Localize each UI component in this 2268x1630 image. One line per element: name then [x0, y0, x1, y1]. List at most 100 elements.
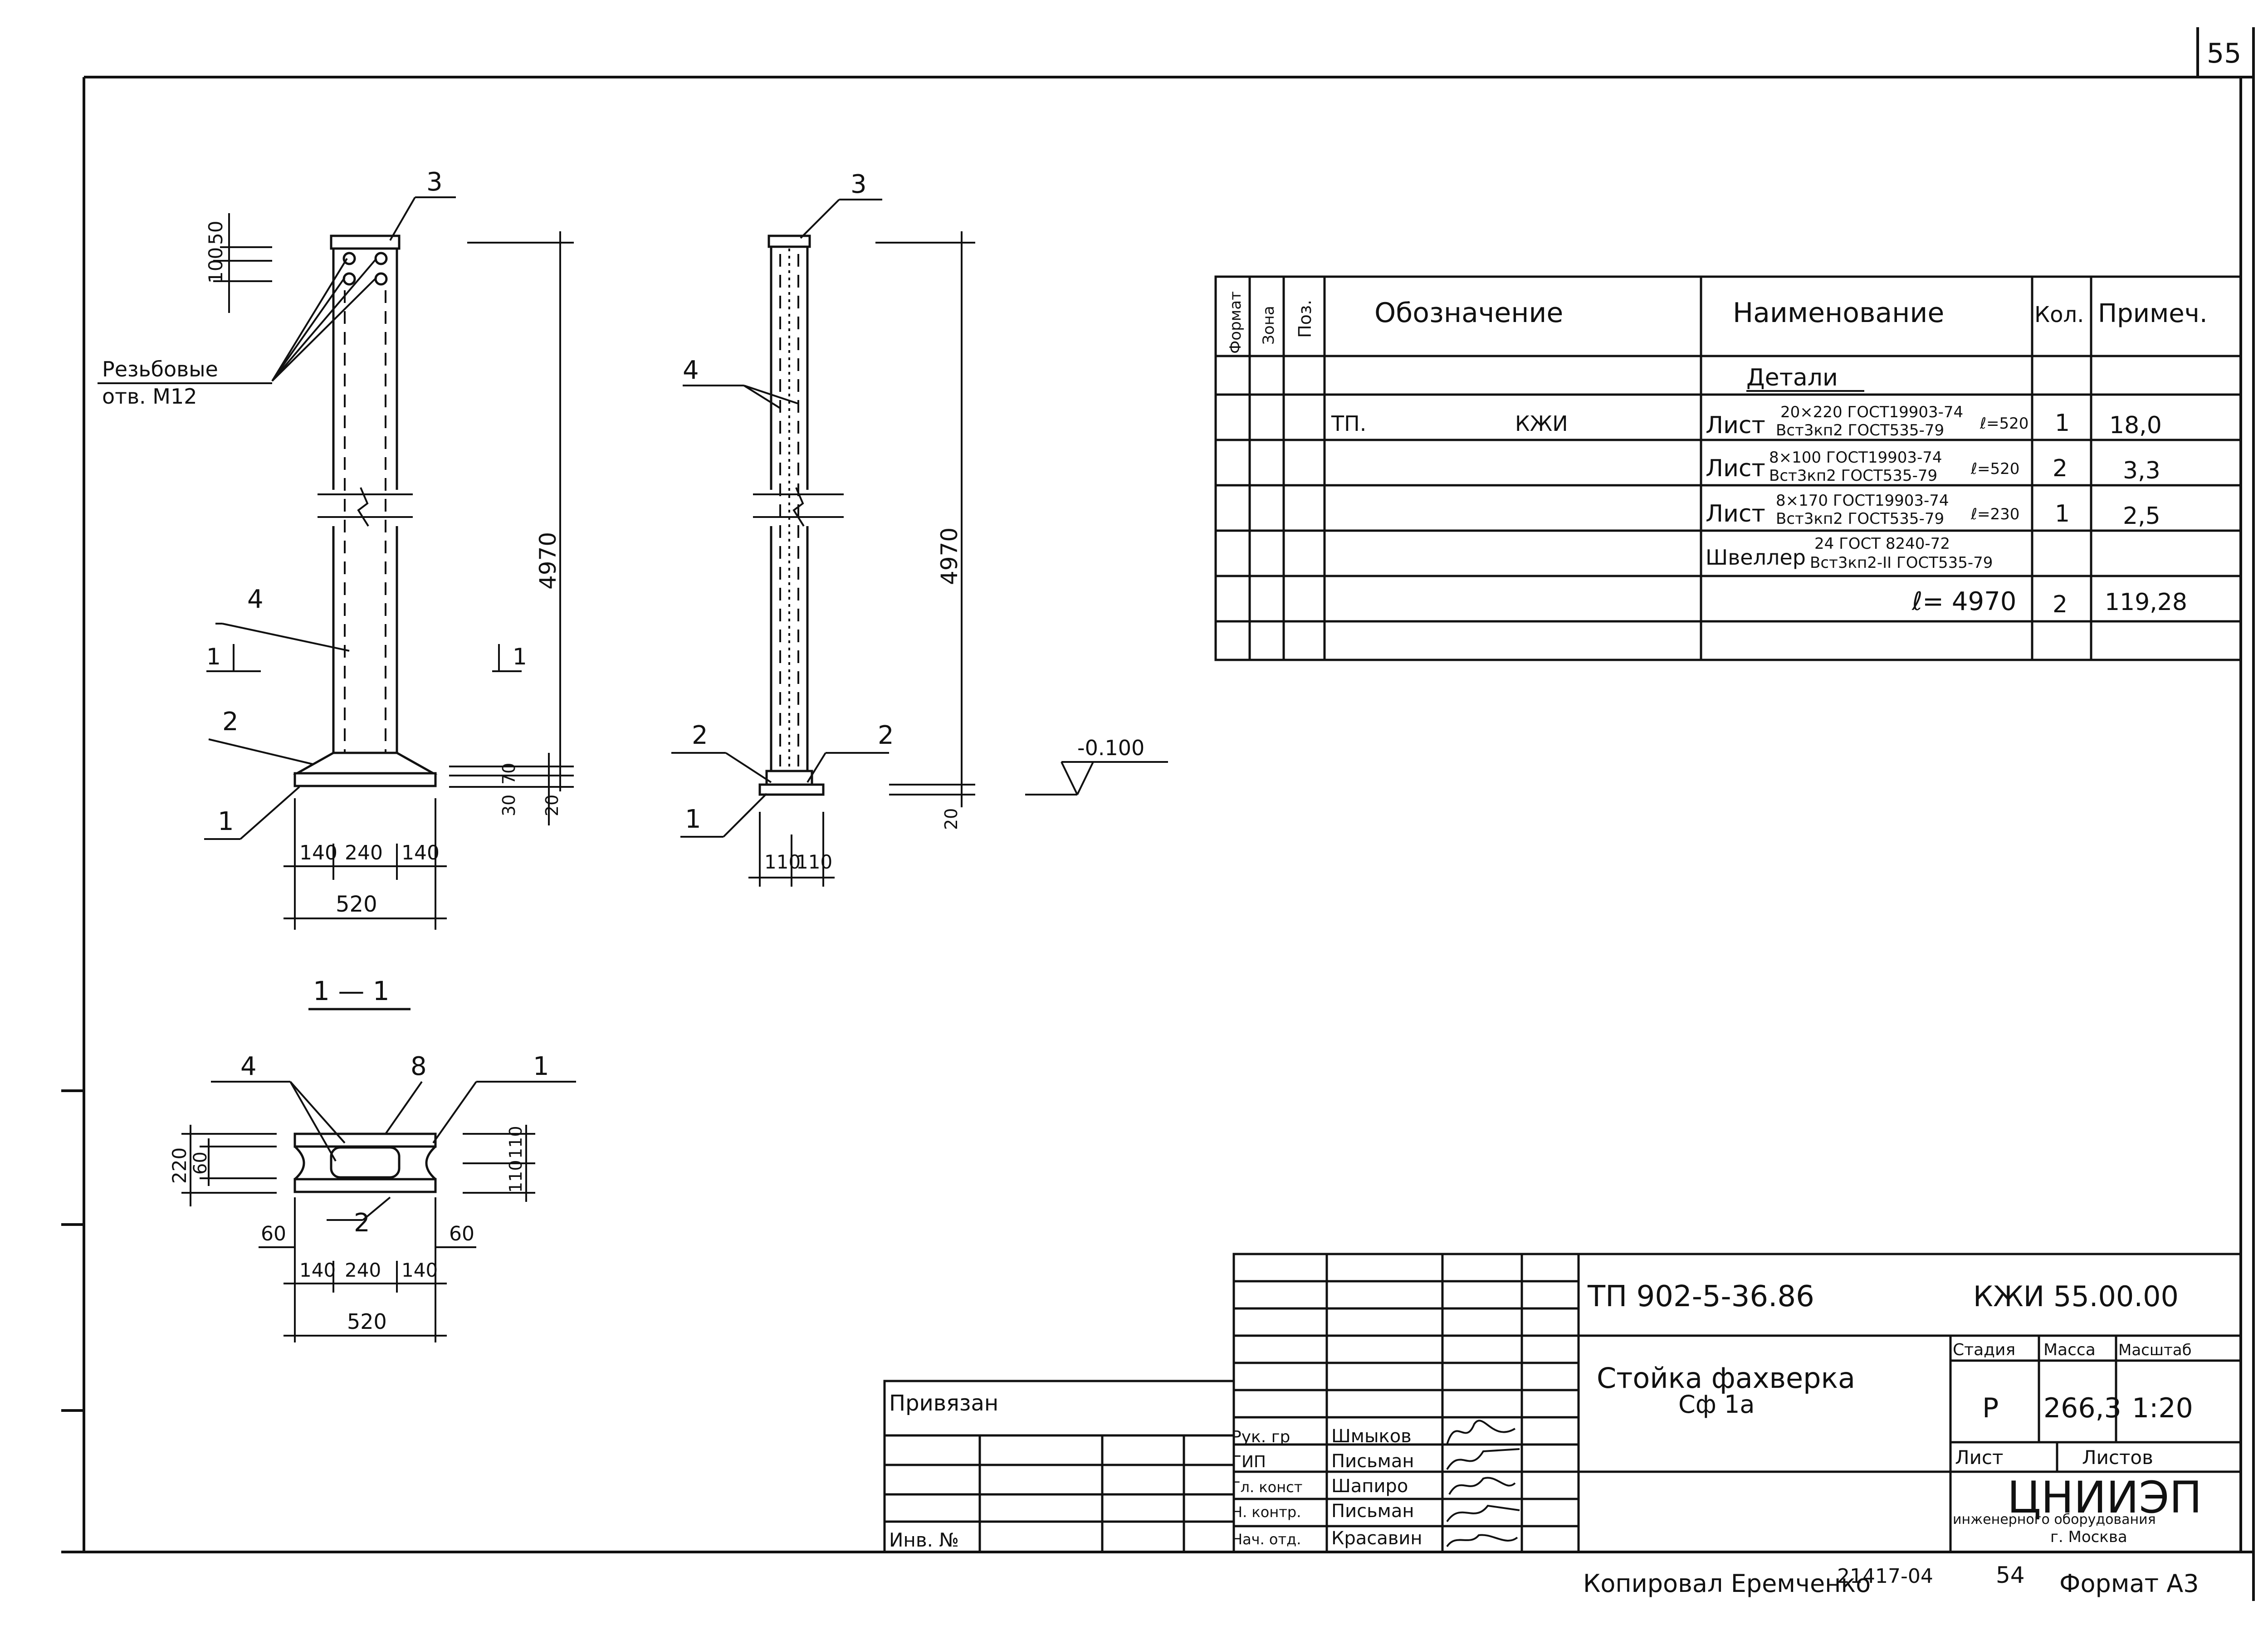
scale-label: Масштаб [2118, 1341, 2192, 1359]
section-dim-220: 220 [168, 1147, 191, 1184]
role-3: Н. контр. [1232, 1503, 1301, 1521]
spec-row1-spec-bottom: Вст3кп2 ГОСТ535-79 [1776, 421, 1944, 439]
spec-row5-length: ℓ= 4970 [1911, 587, 2016, 616]
title-line1: Стойка фахверка [1597, 1362, 1855, 1395]
front-dim-140-left: 140 [299, 841, 337, 864]
spec-row1-designation-b: КЖИ [1515, 411, 1568, 436]
front-dim-50: 50 [205, 221, 227, 245]
stage-label: Стадия [1953, 1341, 2015, 1359]
front-dim-30: 30 [499, 795, 519, 816]
section-dim-60-right: 60 [449, 1222, 474, 1245]
side-callout-1: 1 [685, 805, 701, 834]
spec-header-name: Наименование [1733, 297, 1944, 329]
spec-row1-note: 18,0 [2109, 412, 2162, 439]
section-dim-60-vert: 60 [190, 1152, 211, 1175]
side-dim-110-right: 110 [796, 851, 832, 873]
side-callout-4: 4 [683, 356, 699, 385]
front-dim-240: 240 [345, 841, 383, 864]
spec-row3-spec-top: 8×170 ГОСТ19903-74 [1776, 492, 1949, 510]
sheet-frame [61, 27, 2255, 1601]
side-callout-2-left: 2 [692, 721, 708, 750]
section-dim-240: 240 [345, 1259, 381, 1281]
section-dim-60-left: 60 [261, 1222, 286, 1245]
front-dim-20: 20 [542, 795, 562, 816]
spec-row2-spec-bottom: Вст3кп2 ГОСТ535-79 [1769, 467, 1937, 485]
side-callout-2-right: 2 [878, 721, 894, 750]
section-title: 1 — 1 [313, 976, 390, 1006]
side-callout-3: 3 [850, 170, 867, 199]
side-level-mark: -0.100 [1077, 736, 1144, 760]
spec-row2-note: 3,3 [2123, 457, 2160, 484]
spec-row3-qty: 1 [2055, 500, 2070, 527]
front-hole-label-1: Резьбовые [102, 357, 218, 381]
section-dim-110-b: 110 [506, 1160, 526, 1193]
side-dim-20: 20 [941, 808, 961, 830]
role-0-name: Шмыков [1331, 1426, 1412, 1447]
sheets-label: Листов [2082, 1446, 2153, 1469]
spec-row1-name: Лист [1706, 412, 1765, 439]
page-number: 55 [2207, 38, 2241, 69]
sheet-code: КЖИ 55.00.00 [1973, 1280, 2179, 1313]
spec-row2-length: ℓ=520 [1970, 460, 2019, 478]
title-block: Привязан Инв. № Рук. гр Шмыков ГИП Письм… [883, 1253, 2242, 1553]
bound-label: Привязан [889, 1391, 998, 1416]
section-dim-110-a: 110 [506, 1126, 526, 1159]
section-callout-4: 4 [240, 1052, 257, 1081]
section-callout-1: 1 [533, 1052, 549, 1081]
front-dim-520: 520 [336, 892, 377, 917]
mass-label: Масса [2043, 1341, 2096, 1359]
front-callout-4: 4 [247, 585, 264, 614]
spec-row2-name: Лист [1706, 455, 1765, 482]
spec-row3-name: Лист [1706, 500, 1765, 527]
front-section-mark-left: 1 [206, 644, 221, 670]
front-dim-100: 100 [205, 247, 227, 283]
front-section-mark-right: 1 [513, 644, 527, 670]
spec-row3-length: ℓ=230 [1970, 505, 2019, 523]
spec-header-qty: Кол. [2034, 302, 2084, 327]
org-name: ЦНИИЭП [2007, 1472, 2202, 1523]
spec-row1-qty: 1 [2055, 410, 2070, 437]
scale-value: 1:20 [2132, 1392, 2193, 1424]
front-dim-height: 4970 [535, 532, 561, 590]
front-dim-140-right: 140 [401, 841, 440, 864]
role-0: Рук. гр [1232, 1428, 1290, 1446]
front-view: 3 4 2 1 Резьбовые отв. М12 50 100 4970 3… [98, 167, 574, 930]
spec-row3-note: 2,5 [2123, 503, 2160, 530]
front-callout-2: 2 [222, 707, 239, 737]
section-dim-140-left: 140 [299, 1259, 336, 1281]
spec-section-title: Детали [1746, 364, 1838, 391]
role-2-name: Шапиро [1331, 1476, 1408, 1497]
section-view: 1 — 1 4 8 1 2 [168, 976, 576, 1342]
order-no: 21417-04 [1837, 1565, 1933, 1588]
role-1: ГИП [1232, 1453, 1266, 1471]
role-3-name: Письман [1331, 1501, 1414, 1522]
spec-row5-note: 119,28 [2105, 589, 2187, 616]
org-sub1: инженерного оборудования [1953, 1512, 2156, 1528]
role-4: Нач. отд. [1232, 1531, 1301, 1548]
section-dim-140-right: 140 [401, 1259, 438, 1281]
spec-header-note: Примеч. [2098, 299, 2208, 328]
spec-header-format: Формат [1227, 291, 1245, 354]
spec-header-pos: Поз. [1295, 300, 1315, 338]
org-sub2: г. Москва [2050, 1528, 2127, 1546]
side-dim-height: 4970 [936, 527, 963, 585]
spec-row1-designation-a: ТП. [1331, 411, 1366, 436]
spec-row1-spec-top: 20×220 ГОСТ19903-74 [1780, 403, 1963, 421]
signatures [1446, 1420, 1520, 1547]
front-dim-70: 70 [499, 763, 519, 785]
section-callout-2: 2 [354, 1208, 370, 1238]
side-dim-110-left: 110 [764, 851, 801, 873]
inv-label: Инв. № [889, 1529, 959, 1551]
format-label: Формат А3 [2059, 1569, 2199, 1598]
footer: Копировал Еремченко 21417-04 54 Формат А… [1583, 1562, 2199, 1598]
title-line2: Сф 1а [1678, 1390, 1755, 1419]
spec-row3-spec-bottom: Вст3кп2 ГОСТ535-79 [1776, 510, 1944, 528]
sheet-no: 54 [1996, 1562, 2025, 1588]
spec-table: Формат Зона Поз. Обозначение Наименовани… [1214, 275, 2242, 661]
sheet-label: Лист [1955, 1446, 2003, 1469]
role-1-name: Письман [1331, 1451, 1414, 1472]
front-callout-1: 1 [218, 807, 234, 836]
spec-row4-spec-bottom: Вст3кп2-II ГОСТ535-79 [1810, 554, 1993, 572]
spec-row2-qty: 2 [2053, 455, 2068, 482]
